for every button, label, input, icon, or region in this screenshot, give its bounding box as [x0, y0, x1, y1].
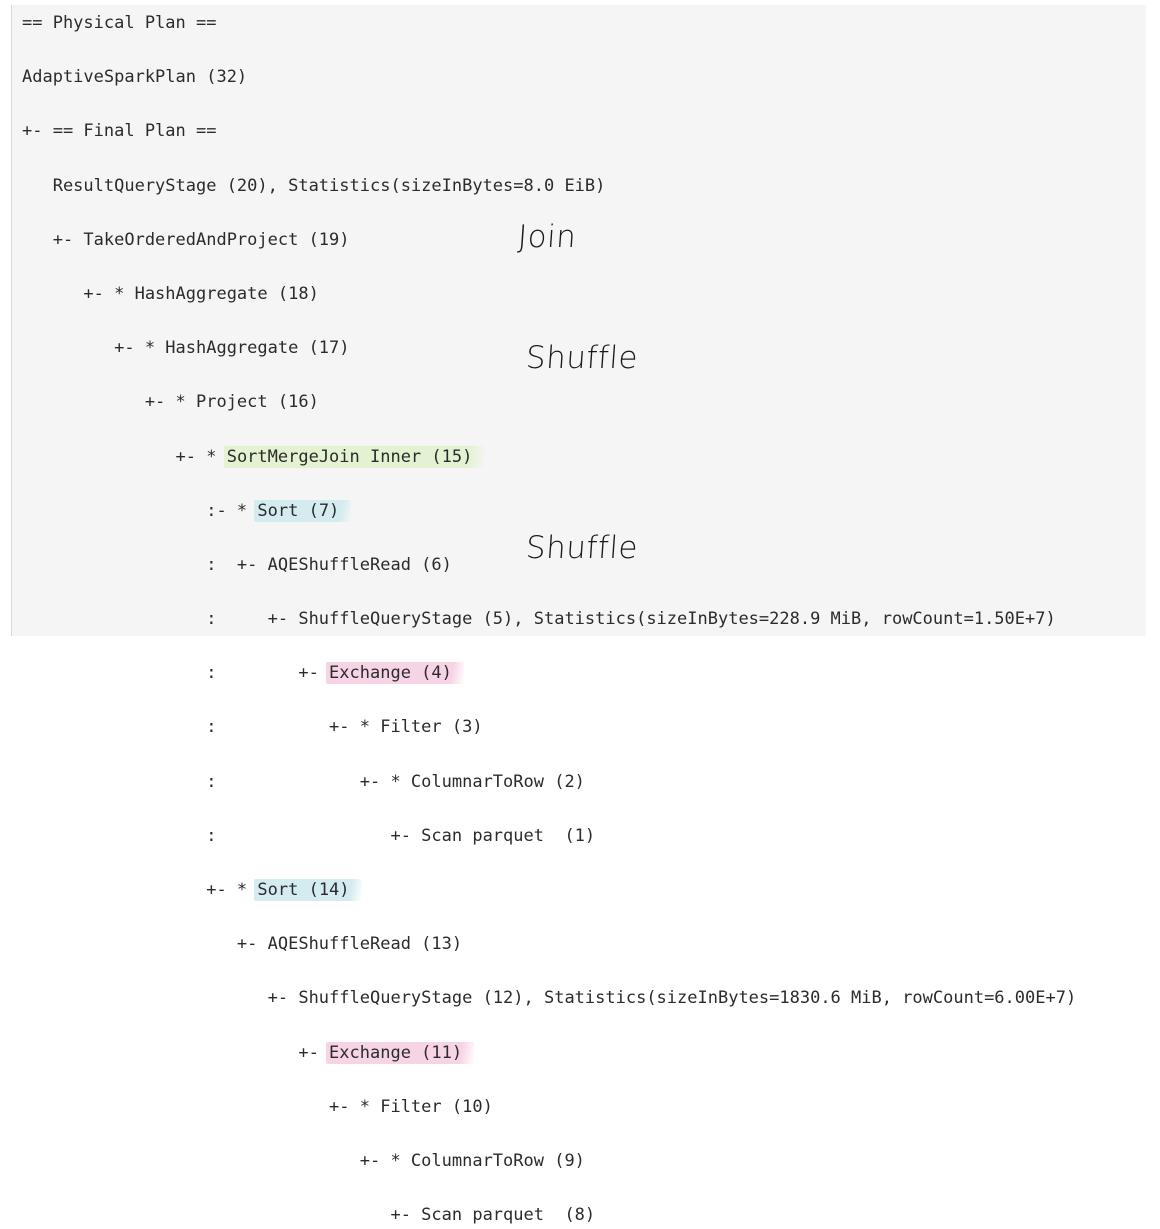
plan-text: : +- AQEShuffleRead (6) [22, 554, 452, 575]
sort-highlight: Sort (7) [254, 499, 352, 522]
plan-text: : +- * ColumnarToRow (2) [22, 771, 585, 792]
plan-line-result-query-stage: ResultQueryStage (20), Statistics(sizeIn… [22, 173, 1076, 200]
join-highlight: SortMergeJoin Inner (15) [223, 445, 485, 468]
plan-line-columnar-to-row-2: : +- * ColumnarToRow (2) [22, 769, 1076, 796]
plan-text: : +- [22, 663, 330, 684]
plan-line-scan-parquet-1: : +- Scan parquet (1) [22, 823, 1076, 850]
plan-line-project: +- * Project (16) [22, 389, 1076, 416]
plan-text: +- AQEShuffleRead (13) [22, 934, 463, 955]
join-annotation: Join [516, 219, 578, 255]
plan-line-aqe-shuffle-read-13: +- AQEShuffleRead (13) [22, 931, 1076, 958]
plan-text: AdaptiveSparkPlan (32) [22, 67, 248, 88]
plan-line-shuffle-query-stage-12: +- ShuffleQueryStage (12), Statistics(si… [22, 985, 1077, 1012]
plan-line-sort-7: :- * Sort (7) [22, 498, 1076, 525]
shuffle-annotation: Shuffle [524, 530, 640, 566]
plan-line-columnar-to-row-9: +- * ColumnarToRow (9) [22, 1148, 1076, 1175]
plan-text: +- * [22, 880, 258, 900]
plan-text: +- ShuffleQueryStage (12), Statistics(si… [22, 988, 1077, 1009]
plan-line-aqe-shuffle-read-6: : +- AQEShuffleRead (6) [22, 552, 1076, 579]
shuffle-annotation: Shuffle [524, 340, 640, 376]
sort-highlight: Sort (14) [254, 879, 362, 901]
plan-text: : +- Scan parquet (1) [22, 825, 596, 846]
code-block-panel [11, 5, 1146, 636]
plan-text: : +- * Filter (3) [22, 717, 483, 738]
plan-line-exchange-4: : +- Exchange (4) [22, 660, 1076, 687]
plan-line-scan-parquet-8: +- Scan parquet (8) [22, 1202, 1076, 1229]
plan-line-final-plan: +- == Final Plan == [22, 118, 1076, 145]
plan-text: +- * HashAggregate (17) [22, 338, 350, 359]
plan-text: +- * ColumnarToRow (9) [22, 1150, 585, 1171]
plan-text: : +- ShuffleQueryStage (5), Statistics(s… [22, 609, 1056, 630]
plan-text: == Physical Plan == [22, 13, 217, 33]
plan-line-hash-aggregate-17: +- * HashAggregate (17) [22, 335, 1076, 362]
plan-text: :- * [22, 500, 258, 521]
plan-text: +- TakeOrderedAndProject (19) [22, 229, 350, 250]
plan-line-hash-aggregate-18: +- * HashAggregate (18) [22, 281, 1076, 308]
plan-line-header: == Physical Plan == [22, 10, 1076, 37]
plan-line-sort-14: +- * Sort (14) [22, 877, 1076, 904]
exchange-highlight: Exchange (4) [326, 662, 464, 685]
plan-text: +- == Final Plan == [22, 121, 217, 142]
plan-line-filter-10: +- * Filter (10) [22, 1094, 1076, 1121]
plan-line-shuffle-query-stage-5: : +- ShuffleQueryStage (5), Statistics(s… [22, 606, 1076, 633]
plan-line-filter-3: : +- * Filter (3) [22, 714, 1076, 741]
plan-line-exchange-11: +- Exchange (11) [22, 1040, 1076, 1067]
plan-line-take-ordered: +- TakeOrderedAndProject (19) [22, 227, 1076, 254]
plan-text: +- [22, 1042, 330, 1063]
plan-text: +- * [22, 446, 227, 467]
plan-text: +- Scan parquet (8) [22, 1205, 596, 1226]
plan-text: ResultQueryStage (20), Statistics(sizeIn… [22, 175, 606, 196]
plan-line-adaptive-spark-plan: AdaptiveSparkPlan (32) [22, 64, 1076, 91]
plan-line-sort-merge-join: +- * SortMergeJoin Inner (15) [22, 444, 1076, 471]
physical-plan-code: == Physical Plan == AdaptiveSparkPlan (3… [22, 10, 1076, 1229]
plan-text: +- * Project (16) [22, 392, 319, 413]
exchange-highlight: Exchange (11) [326, 1041, 475, 1064]
plan-text: +- * Filter (10) [22, 1096, 493, 1117]
plan-text: +- * HashAggregate (18) [22, 283, 319, 304]
